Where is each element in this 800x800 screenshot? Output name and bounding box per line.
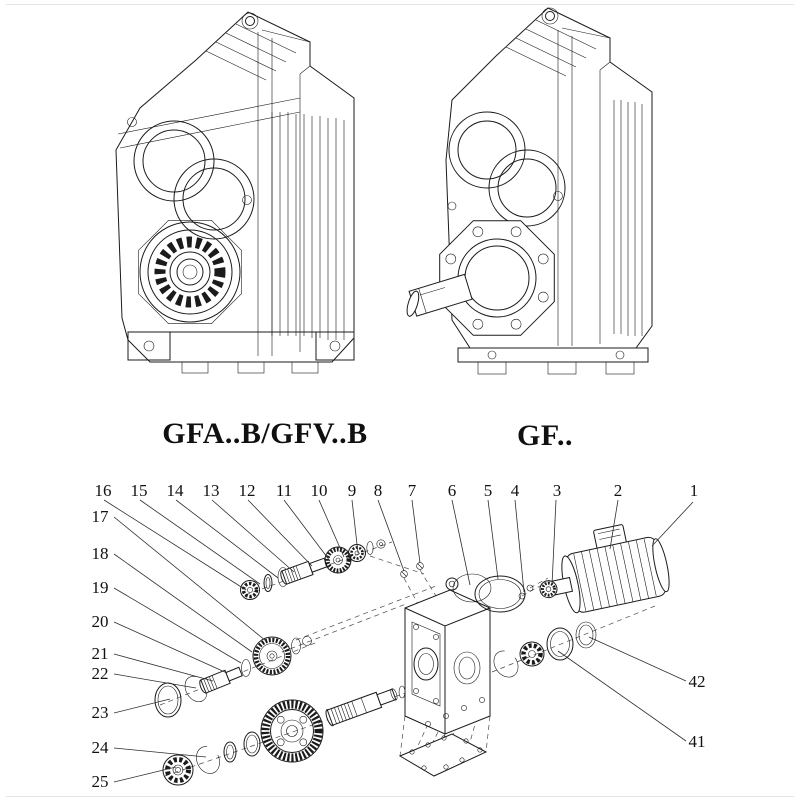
bottom-cover-plate [398, 733, 488, 777]
seal-rings [452, 573, 526, 613]
callout-8: 8 [374, 481, 383, 500]
motor-side-rings [493, 584, 597, 678]
callout-41: 41 [689, 732, 706, 751]
callout-1: 1 [690, 481, 699, 500]
callout-42: 42 [689, 672, 706, 691]
page-bottom-edge [6, 796, 794, 797]
callout-16: 16 [95, 481, 112, 500]
callout-21: 21 [92, 644, 109, 663]
callout-14: 14 [167, 481, 185, 500]
input-shaft-parts [240, 539, 386, 600]
callout-23: 23 [92, 703, 109, 722]
callout-17: 17 [92, 507, 110, 526]
callout-10: 10 [311, 481, 328, 500]
callout-22: 22 [92, 664, 109, 683]
motor [539, 524, 670, 614]
callout-13: 13 [203, 481, 220, 500]
right-gearbox-drawing [406, 7, 653, 375]
callout-24: 24 [92, 738, 110, 757]
callout-12: 12 [239, 481, 256, 500]
callout-15: 15 [131, 481, 148, 500]
callout-25: 25 [92, 772, 109, 791]
gear-housing [404, 577, 491, 735]
callout-7: 7 [408, 481, 417, 500]
callout-numbers: 16 15 14 13 12 11 10 9 8 7 6 5 4 3 2 1 1… [92, 481, 706, 791]
model-label-gfab: GFA..B/GFV..B [162, 417, 368, 450]
callout-3: 3 [553, 481, 562, 500]
callout-6: 6 [448, 481, 457, 500]
cover-screws [425, 697, 485, 727]
callout-2: 2 [614, 481, 623, 500]
callout-18: 18 [92, 544, 109, 563]
callout-9: 9 [348, 481, 357, 500]
callout-5: 5 [484, 481, 493, 500]
callout-19: 19 [92, 578, 109, 597]
output-shaft-parts [162, 685, 406, 786]
callout-leader-lines [103, 499, 694, 783]
left-gearbox-drawing [115, 11, 355, 374]
model-label-gf: GF.. [517, 419, 573, 452]
callout-11: 11 [276, 481, 292, 500]
intermediate-gear-parts [154, 636, 312, 718]
callout-4: 4 [511, 481, 520, 500]
page-top-edge [6, 4, 794, 5]
callout-20: 20 [92, 612, 109, 631]
exploded-assembly-drawing: 16 15 14 13 12 11 10 9 8 7 6 5 4 3 2 1 1… [92, 481, 706, 791]
